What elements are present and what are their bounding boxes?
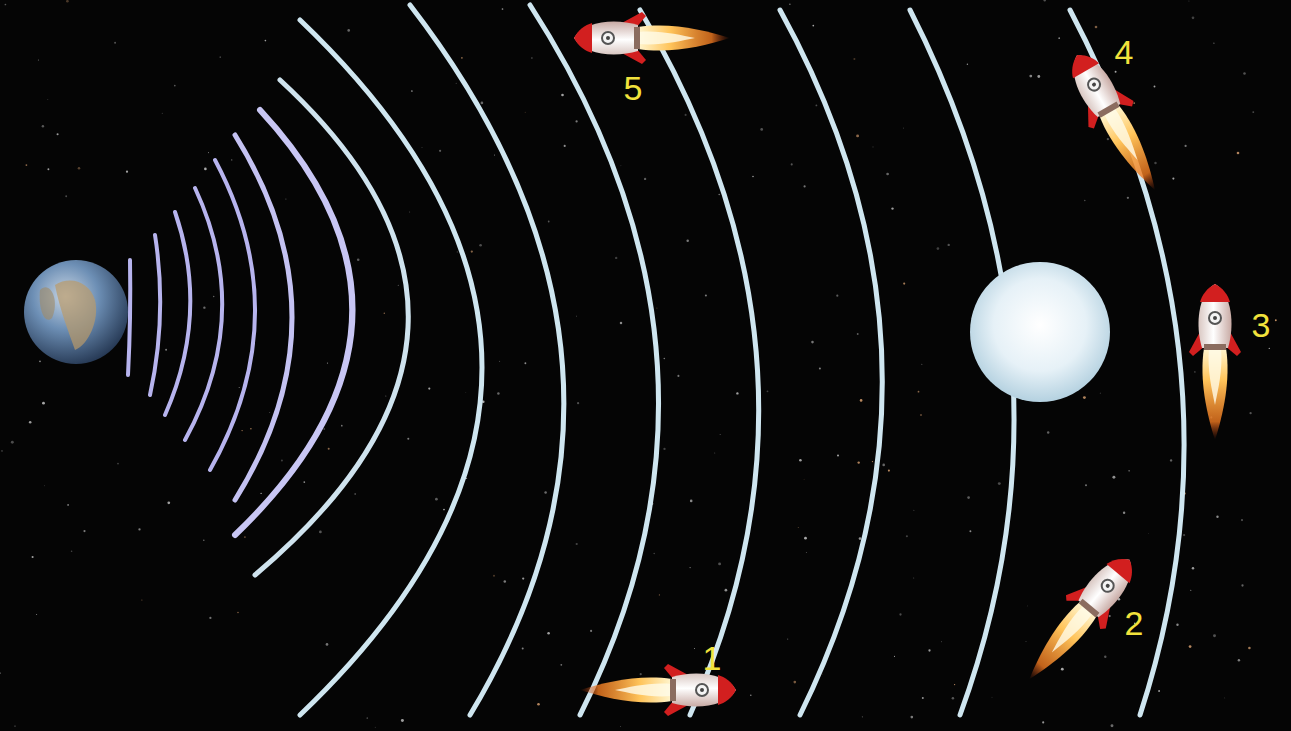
rocket — [574, 12, 730, 64]
callout-number: 4 — [1115, 35, 1134, 69]
callout-number: 2 — [1125, 606, 1144, 640]
callout-number: 3 — [1252, 308, 1271, 342]
earth — [24, 260, 128, 364]
rocket — [1009, 543, 1149, 696]
callout-number: 1 — [703, 641, 722, 675]
planet — [970, 262, 1110, 402]
callout-number: 5 — [624, 71, 643, 105]
rocket — [1189, 284, 1241, 440]
wavefronts — [128, 5, 1184, 715]
